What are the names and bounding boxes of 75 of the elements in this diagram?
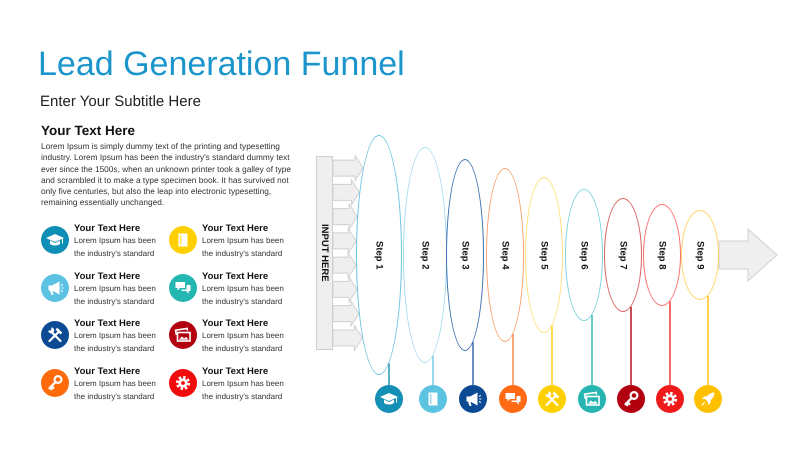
rocket-icon [694,385,722,413]
input-bar [316,156,333,350]
leader-line [630,306,632,385]
step-ellipse [681,210,719,300]
leader-line [512,334,514,385]
item-title: Your Text Here [202,223,268,234]
leader-line [669,301,671,385]
item-description: Lorem Ipsum has been the industry's standard [74,235,157,260]
item-description: Lorem Ipsum has been the industry's standard [202,283,285,308]
item-description: Lorem Ipsum has been the industry's standard [74,283,157,308]
megaphone-icon [41,274,69,302]
step-ellipse [446,159,484,351]
item-title: Your Text Here [74,271,140,282]
step-label: Step 8 [656,240,668,270]
chat-icon [169,274,197,302]
leader-line [388,363,390,385]
step-ellipse [486,168,524,342]
leader-line [551,326,553,385]
graduation-cap-icon [375,385,403,413]
step-label: Step 5 [538,240,550,270]
book-icon [419,385,447,413]
title: Lead Generation Funnel [38,44,405,84]
step-ellipse [356,135,402,375]
block-arrow [332,226,357,256]
item-description: Lorem Ipsum has been the industry's standard [74,330,157,355]
block-arrow [332,275,358,304]
input-label: INPUT HERE [319,224,330,282]
block-arrow [332,154,364,182]
step-label: Step 2 [420,240,430,270]
step-ellipse [643,204,681,306]
pictures-icon [578,385,606,413]
item-description: Lorem Ipsum has been the industry's standard [74,378,157,403]
step-ellipse [525,177,563,333]
pictures-icon [169,321,197,349]
step-label: Step 6 [578,240,590,270]
item-title: Your Text Here [202,318,268,329]
item-description: Lorem Ipsum has been the industry's standard [202,330,285,355]
item-description: Lorem Ipsum has been the industry's standard [202,378,285,403]
key-icon [617,385,645,413]
step-label: Step 3 [460,240,470,270]
step-label: Step 7 [618,240,628,270]
block-arrow [332,202,358,231]
step-label: Step 1 [374,240,384,270]
block-arrow [332,250,357,280]
step-ellipse [604,198,642,312]
leader-line [707,296,709,385]
item-description: Lorem Ipsum has been the industry's standard [202,235,285,260]
gear-icon [656,385,684,413]
item-title: Your Text Here [202,271,268,282]
book-icon [169,226,197,254]
subtitle: Enter Your Subtitle Here [40,93,201,111]
gear-icon [169,369,197,397]
step-label: Step 4 [500,240,510,270]
step-label: Step 9 [694,240,706,270]
leader-line [472,342,474,385]
leader-line [432,356,434,385]
tools-icon [538,385,566,413]
leader-line [591,314,593,385]
step-ellipse [403,147,447,363]
item-title: Your Text Here [74,318,140,329]
key-icon [41,369,69,397]
heading: Your Text Here [41,123,136,139]
megaphone-icon [459,385,487,413]
block-arrow [332,299,360,328]
block-arrow [332,178,360,207]
item-title: Your Text Here [74,223,140,234]
tools-icon [41,321,69,349]
chat-icon [499,385,527,413]
graduation-cap-icon [41,226,69,254]
step-ellipse [565,189,603,321]
paragraph: Lorem Ipsum is simply dummy text of the printing and typesetting industry. Lorem Ipsum has been the industry's standard dummy text ever since the 1500s, when an unknown printer took a galley of type and scrambled it to make a type specimen book. It has survived not only five centuries, but also the leap into electronic typesetting, remaining essentially unchanged. [41,141,292,209]
item-title: Your Text Here [202,366,268,377]
item-title: Your Text Here [74,366,140,377]
block-arrow [332,324,363,352]
block-arrow [718,228,778,282]
